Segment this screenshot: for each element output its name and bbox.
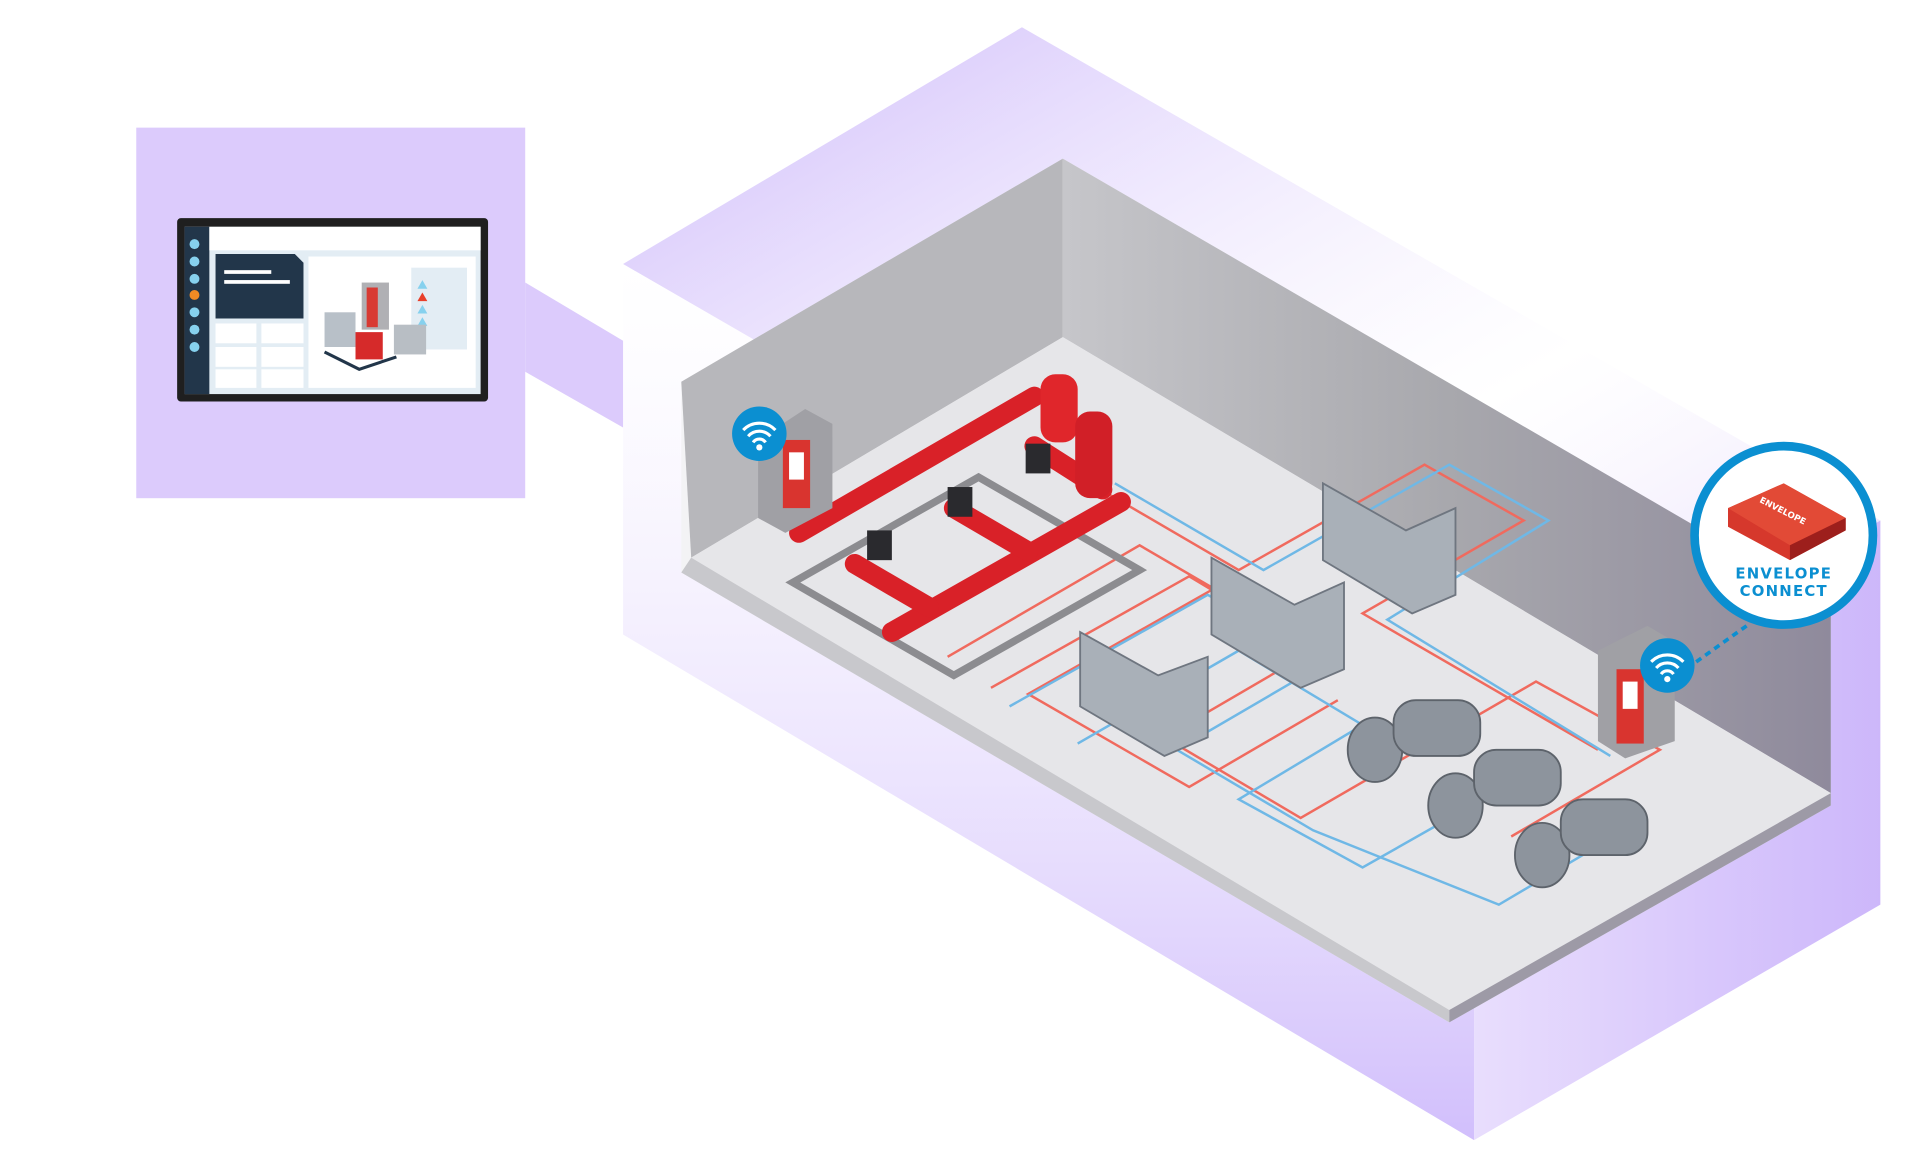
envelope-connect-badge: ENVELOPE ENVELOPE CONNECT bbox=[1690, 441, 1878, 629]
wifi-icon bbox=[732, 406, 787, 462]
wifi-icon bbox=[1640, 638, 1695, 693]
monitor-icon bbox=[177, 218, 489, 402]
pump-icon bbox=[1346, 699, 1649, 889]
dashboard-panel bbox=[136, 127, 624, 499]
booster-pump-skid bbox=[785, 374, 1148, 680]
badge-line-1: ENVELOPE bbox=[1735, 565, 1832, 583]
heat-exchanger-icon bbox=[1079, 481, 1457, 757]
gateway-device-icon: ENVELOPE bbox=[1728, 483, 1846, 561]
badge-line-2: CONNECT bbox=[1740, 582, 1828, 600]
